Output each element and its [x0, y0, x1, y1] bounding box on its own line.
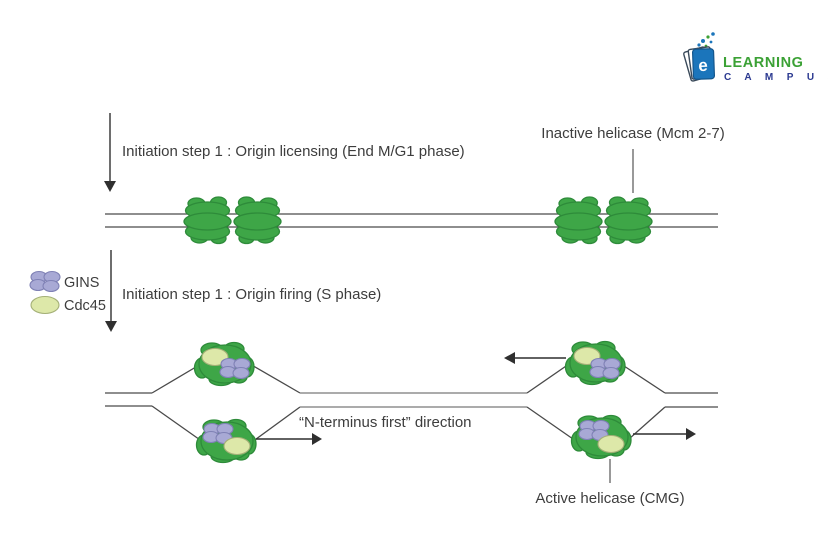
cdc45-ellipse-icon [30, 295, 60, 315]
logo-letter-e: e [698, 56, 708, 75]
mcm2-7-double-hexamer-right [554, 196, 653, 245]
cmg-helicase-top-right [564, 340, 626, 386]
legend: GINS Cdc45 [29, 270, 106, 315]
leftward-movement-arrow [504, 352, 566, 364]
cmg-helicase-bottom-right [570, 414, 632, 460]
sparkle-dots-icon [697, 32, 715, 48]
firing-step-label: Initiation step 1 : Origin firing (S pha… [122, 286, 381, 303]
rightward-movement-arrow-left [256, 433, 322, 445]
mcm2-7-double-hexamer-left [183, 196, 282, 245]
cmg-helicase-bottom-left [195, 418, 257, 464]
n-terminus-direction-label: “N-terminus first” direction [299, 414, 472, 431]
logo-campus-text: C A M P U S [724, 72, 828, 83]
active-helicase-label: Active helicase (CMG) [535, 490, 684, 507]
firing-step-arrow [105, 250, 117, 332]
book-icon: e [683, 46, 716, 82]
licensing-step-label: Initiation step 1 : Origin licensing (En… [122, 143, 465, 160]
inactive-helicase-label: Inactive helicase (Mcm 2-7) [541, 125, 724, 142]
licensing-step-arrow [104, 113, 116, 192]
gins-tetramer-icon [29, 270, 61, 293]
elearning-campus-logo: e LEARNING C A M P U S [683, 32, 828, 83]
logo-learning-text: LEARNING [723, 55, 804, 71]
rightward-movement-arrow-right [633, 428, 696, 440]
legend-cdc45-label: Cdc45 [64, 298, 106, 314]
cmg-helicase-top-left [193, 341, 255, 387]
legend-gins-label: GINS [64, 275, 99, 291]
